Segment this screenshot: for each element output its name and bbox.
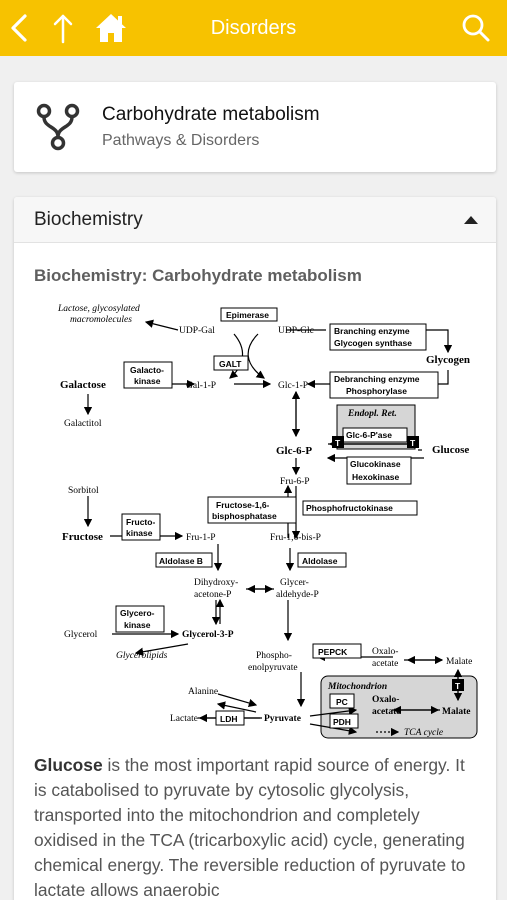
- label-sorbitol: Sorbitol: [68, 486, 99, 496]
- label-endopl-ret: Endopl. Ret.: [347, 409, 397, 419]
- enzyme-aldolase: Aldolase: [302, 556, 338, 566]
- enzyme-glucokinase: Glucokinase: [350, 459, 401, 469]
- enzyme-epimerase: Epimerase: [226, 310, 269, 320]
- collapse-caret-icon[interactable]: [464, 216, 478, 224]
- description-paragraph: Glucose is the most important rapid sour…: [34, 753, 480, 900]
- enzyme-hexokinase: Hexokinase: [352, 472, 400, 482]
- biochemistry-section: Biochemistry Biochemistry: Carbohydrate …: [14, 197, 496, 900]
- label-galactitol: Galactitol: [64, 419, 102, 429]
- label-glycerol-3-p: Glycerol-3-P: [182, 630, 234, 640]
- enzyme-pfk: Phosphofructokinase: [306, 503, 393, 513]
- label-pep-2: enolpyruvate: [248, 663, 298, 673]
- label-dhap-1: Dihydroxy-: [194, 578, 238, 588]
- label-macromolecules: macromolecules: [70, 315, 132, 325]
- transporter-t-3: T: [455, 681, 461, 691]
- section-label: Biochemistry: [34, 209, 143, 230]
- pathway-diagram: Lactose, glycosylated macromolecules UDP…: [57, 304, 478, 739]
- enzyme-galt: GALT: [219, 359, 242, 369]
- top-app-bar: Disorders: [0, 0, 507, 56]
- enzyme-debranching: Debranching enzyme: [334, 374, 420, 384]
- enzyme-fbpase-2: bisphosphatase: [212, 511, 277, 521]
- label-lactose: Lactose, glycosylated: [57, 304, 140, 314]
- enzyme-glycerokinase-2: kinase: [124, 620, 151, 630]
- topic-header-card: Carbohydrate metabolism Pathways & Disor…: [14, 82, 496, 172]
- label-oxaloacetate-2: acetate: [372, 659, 398, 669]
- label-glucose: Glucose: [432, 444, 469, 456]
- label-mitochondrion: Mitochondrion: [327, 682, 387, 692]
- enzyme-glycerokinase-1: Glycero-: [120, 608, 155, 618]
- arrow-up-icon: [53, 14, 73, 44]
- label-fru-6-p: Fru-6-P: [280, 477, 310, 487]
- home-icon: [96, 14, 126, 42]
- enzyme-galactokinase-2: kinase: [134, 376, 161, 386]
- label-alanine: Alanine: [188, 687, 218, 697]
- label-fructose: Fructose: [62, 531, 103, 543]
- enzyme-aldolase-b: Aldolase B: [159, 556, 203, 566]
- enzyme-glc-6-pase: Glc-6-P'ase: [346, 430, 392, 440]
- label-fru-16-bisp: Fru-1,6-bis-P: [270, 533, 321, 543]
- label-dhap-2: acetone-P: [194, 590, 231, 600]
- label-pyruvate: Pyruvate: [264, 714, 301, 724]
- enzyme-fbpase-1: Fructose-1,6-: [216, 500, 270, 510]
- enzyme-glycogen-synthase: Glycogen synthase: [334, 338, 412, 348]
- label-glc-6-p: Glc-6-P: [276, 445, 312, 457]
- label-glycerol: Glycerol: [64, 630, 98, 640]
- enzyme-pdh: PDH: [333, 717, 351, 727]
- label-pep-1: Phospho-: [256, 651, 292, 661]
- enzyme-branching: Branching enzyme: [334, 326, 410, 336]
- paragraph-text: is the most important rapid source of en…: [34, 755, 466, 900]
- search-icon: [462, 14, 490, 42]
- home-button[interactable]: [92, 0, 130, 56]
- label-oxaloacetate-mito-2: acetate: [372, 707, 400, 717]
- topic-title: Carbohydrate metabolism: [102, 104, 320, 125]
- label-glc-1-p: Glc-1-P: [278, 381, 308, 391]
- transporter-t-1: T: [335, 438, 341, 448]
- label-gap-2: aldehyde-P: [276, 590, 319, 600]
- paragraph-bold-term: Glucose: [34, 755, 103, 775]
- label-glycerolipids: Glycerolipids: [116, 651, 168, 661]
- section-header[interactable]: Biochemistry: [14, 197, 496, 243]
- enzyme-fructokinase-1: Fructo-: [126, 517, 155, 527]
- enzyme-phosphorylase: Phosphorylase: [346, 386, 407, 396]
- label-lactate: Lactate: [170, 714, 198, 724]
- label-glycogen: Glycogen: [426, 354, 470, 366]
- enzyme-pc: PC: [336, 697, 348, 707]
- label-gal-1-p: Gal-1-P: [186, 381, 216, 391]
- label-galactose: Galactose: [60, 379, 106, 391]
- chevron-left-icon: [11, 14, 27, 42]
- label-udp-gal: UDP-Gal: [179, 326, 215, 336]
- label-fru-1-p: Fru-1-P: [186, 533, 216, 543]
- label-oxaloacetate-mito-1: Oxalo-: [372, 695, 399, 705]
- content-title: Biochemistry: Carbohydrate metabolism: [34, 266, 362, 285]
- label-gap-1: Glycer-: [280, 578, 309, 588]
- label-malate-cytosol: Malate: [446, 657, 472, 667]
- up-button[interactable]: [46, 0, 80, 56]
- label-tca-cycle: TCA cycle: [404, 728, 443, 738]
- enzyme-fructokinase-2: kinase: [126, 528, 153, 538]
- enzyme-galactokinase-1: Galacto-: [130, 365, 164, 375]
- topic-subtitle: Pathways & Disorders: [102, 132, 260, 149]
- transporter-t-2: T: [410, 438, 416, 448]
- enzyme-ldh: LDH: [220, 714, 237, 724]
- search-button[interactable]: [459, 0, 493, 56]
- app-bar-title: Disorders: [210, 17, 297, 39]
- enzyme-pepck: PEPCK: [318, 647, 348, 657]
- label-udp-glc: UDP-Glc: [278, 326, 314, 336]
- label-oxaloacetate-1: Oxalo-: [372, 647, 398, 657]
- pathway-icon: [36, 103, 80, 151]
- label-malate-mito: Malate: [442, 707, 471, 717]
- back-button[interactable]: [4, 0, 34, 56]
